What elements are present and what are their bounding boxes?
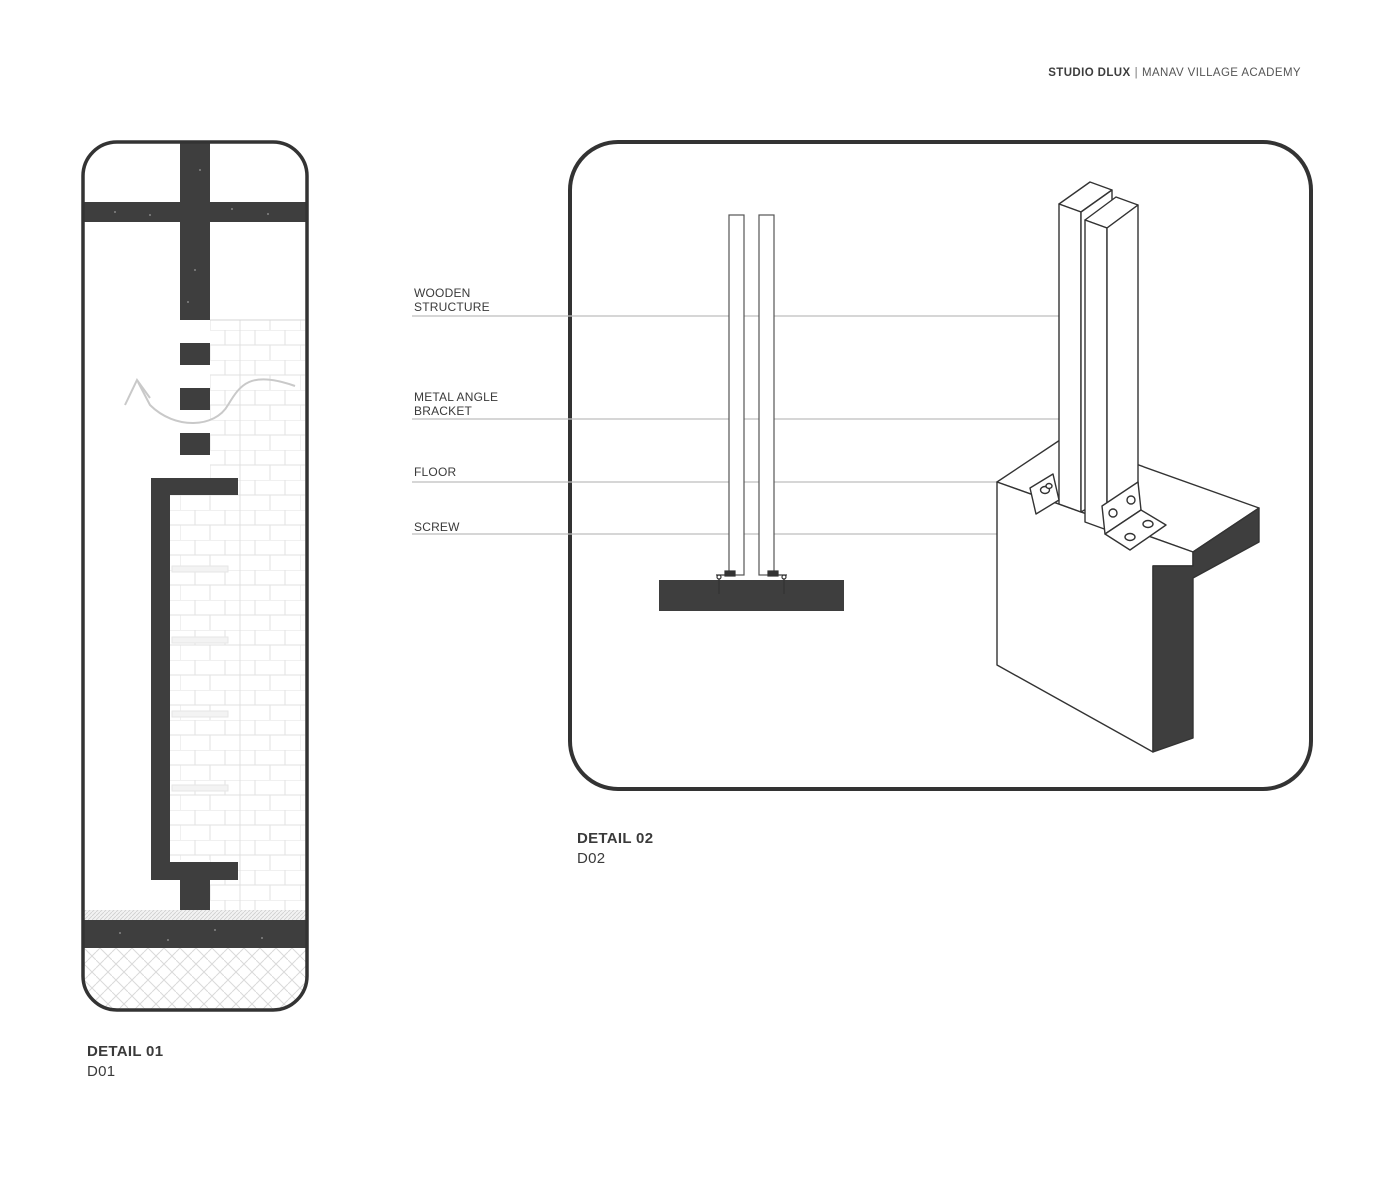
label-wooden-line2: STRUCTURE bbox=[414, 300, 490, 314]
isometric-view bbox=[996, 181, 1260, 753]
detail-01-code: D01 bbox=[87, 1063, 116, 1080]
label-bracket-line1: METAL ANGLE bbox=[414, 390, 499, 404]
page-header: STUDIO DLUX|MANAV VILLAGE ACADEMY bbox=[1048, 67, 1301, 79]
column-top bbox=[180, 142, 210, 320]
detail-02-frame bbox=[568, 140, 1313, 791]
header-separator: | bbox=[1134, 67, 1138, 79]
screw-icon bbox=[724, 570, 736, 577]
bracket-right-horizontal bbox=[1104, 509, 1167, 551]
column-bottom bbox=[180, 880, 210, 910]
post-1-front bbox=[1058, 203, 1082, 513]
bolt-icon bbox=[1108, 508, 1118, 518]
label-wooden-line1: WOODEN bbox=[414, 286, 471, 300]
timber-post-right bbox=[758, 214, 775, 576]
elevation-view bbox=[659, 214, 844, 611]
vent-block-3 bbox=[180, 433, 210, 455]
label-metal-angle-bracket: METAL ANGLE BRACKET bbox=[414, 390, 498, 418]
post-2-front bbox=[1084, 219, 1108, 531]
vent-block-1 bbox=[180, 343, 210, 365]
timber-post-left bbox=[728, 214, 745, 576]
floor-section bbox=[659, 580, 844, 611]
label-screw: SCREW bbox=[414, 520, 460, 534]
project-name: MANAV VILLAGE ACADEMY bbox=[1141, 67, 1301, 79]
detail-01-title: DETAIL 01 bbox=[87, 1043, 164, 1060]
detail-01-frame bbox=[81, 140, 309, 1012]
brick-wall-inner bbox=[170, 495, 238, 860]
label-floor: FLOOR bbox=[414, 465, 457, 479]
ground-fill bbox=[83, 948, 307, 1010]
floor-finish bbox=[83, 910, 307, 920]
detail-02-code: D02 bbox=[577, 850, 606, 867]
vent-block-2 bbox=[180, 388, 210, 410]
studio-name: STUDIO DLUX bbox=[1048, 67, 1131, 79]
window-frame bbox=[151, 478, 238, 880]
floor-slab bbox=[83, 920, 307, 948]
label-wooden-structure: WOODEN STRUCTURE bbox=[414, 286, 490, 314]
detail-01-drawing bbox=[83, 142, 307, 1010]
block-side-face bbox=[1152, 507, 1260, 753]
label-bracket-line2: BRACKET bbox=[414, 404, 473, 418]
detail-02-title: DETAIL 02 bbox=[577, 830, 654, 847]
post-2-side bbox=[1106, 204, 1139, 531]
airflow-arrow-icon bbox=[137, 378, 296, 424]
